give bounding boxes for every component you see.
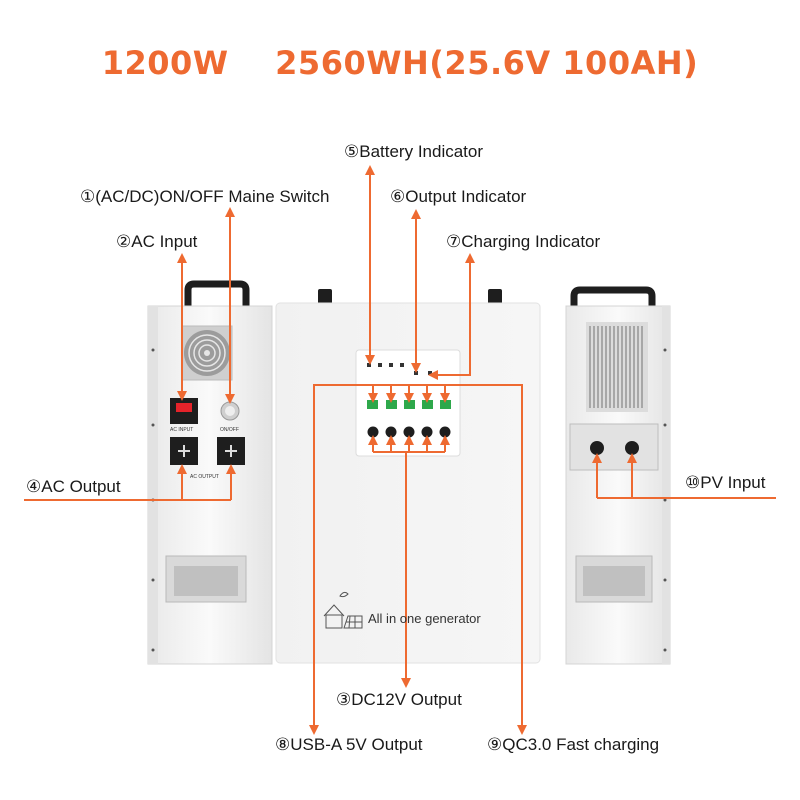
front-unit — [275, 289, 541, 664]
ac-input-panel-label: AC INPUT — [170, 427, 194, 433]
ac-input-port — [170, 398, 198, 424]
callout-usb-a-output: ⑧USB-A 5V Output — [275, 735, 423, 754]
callout-ac-input: ②AC Input — [116, 232, 198, 251]
callout-ac-output: ④AC Output — [26, 477, 121, 496]
callout-output-indicator: ⑥Output Indicator — [390, 187, 527, 206]
left-unit — [147, 280, 273, 665]
right-handle — [570, 286, 656, 306]
callout-main-switch: ①(AC/DC)ON/OFF Maine Switch — [80, 187, 330, 206]
callout-dc12v-output: ③DC12V Output — [336, 690, 462, 709]
universal-socket-icon — [170, 437, 245, 465]
page-title: 1200W 2560WH(25.6V 100AH) — [101, 44, 699, 82]
callout-charging-indicator: ⑦Charging Indicator — [446, 232, 601, 251]
fan-grille-icon — [181, 325, 233, 381]
left-handle — [184, 280, 250, 306]
callout-qc30-fast-charging: ⑨QC3.0 Fast charging — [487, 735, 660, 754]
power-button-icon — [220, 401, 240, 421]
house-solar-icon — [323, 591, 363, 629]
brand-text: All in one generator — [368, 611, 481, 626]
callout-pv-input: ⑩PV Input — [685, 473, 766, 492]
callout-lines — [24, 165, 776, 735]
ac-output-panel-label: AC OUTPUT — [190, 474, 219, 480]
on-off-panel-label: ON/OFF — [220, 427, 239, 433]
right-unit — [565, 286, 671, 665]
callout-battery-indicator: ⑤Battery Indicator — [344, 142, 484, 161]
